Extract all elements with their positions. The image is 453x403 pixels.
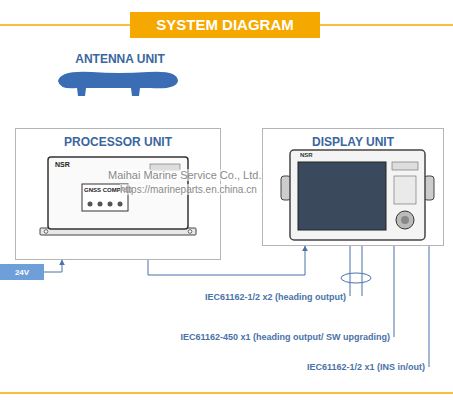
unit-title: ANTENNA UNIT — [75, 52, 165, 66]
unit-title: DISPLAY UNIT — [312, 135, 394, 149]
cable-connector — [148, 246, 305, 275]
signal-label: IEC61162-1/2 x2 (heading output) — [205, 293, 346, 303]
antenna-shape — [58, 72, 178, 96]
brand-mark: NSR — [55, 161, 70, 169]
brand-mark: NSR — [300, 152, 313, 159]
unit-title: 24V — [15, 268, 29, 277]
display-monitor — [281, 150, 434, 240]
watermark: https://marineparts.en.china.cn — [120, 184, 257, 195]
power-source: 24V — [0, 264, 44, 280]
unit-title: PROCESSOR UNIT — [64, 135, 172, 149]
rule-line — [0, 392, 453, 394]
cables — [341, 246, 429, 367]
display-unit: DISPLAY UNIT — [262, 128, 444, 246]
signal-label: IEC61162-450 x1 (heading output/ SW upgr… — [180, 333, 390, 343]
cable-connector — [44, 260, 62, 272]
watermark: Maihai Marine Service Co., Ltd. — [108, 169, 261, 181]
antenna-unit: ANTENNA UNIT — [55, 50, 185, 98]
title-text: SYSTEM DIAGRAM — [130, 14, 320, 36]
title-banner — [130, 12, 320, 38]
signal-label: IEC61162-1/2 x1 (INS in/out) — [307, 363, 425, 373]
